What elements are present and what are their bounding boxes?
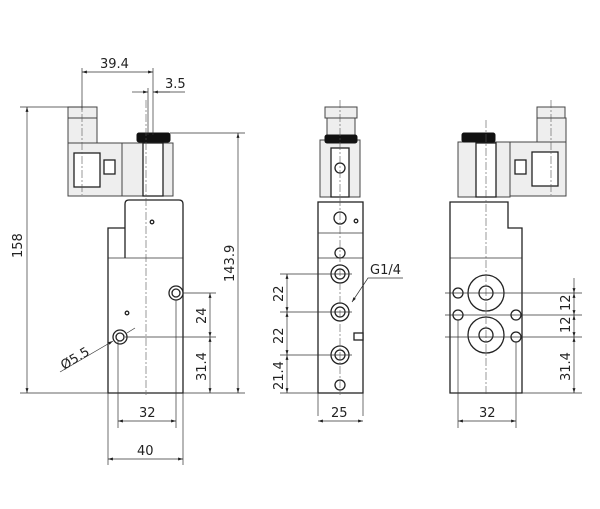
dim-3-5: 3.5 xyxy=(165,77,186,92)
dim-40: 40 xyxy=(137,444,154,459)
dim-22-lower: 22 xyxy=(272,327,287,344)
port-label-g1-4: G1/4 xyxy=(370,263,401,278)
side-view-left xyxy=(67,100,184,395)
dim-12-lower: 12 xyxy=(559,316,574,333)
dim-39-4: 39.4 xyxy=(100,57,129,72)
dim-32-right: 32 xyxy=(479,406,496,421)
dim-158: 158 xyxy=(11,233,26,258)
dim-22-upper: 22 xyxy=(272,285,287,302)
dim-31-4-right: 31.4 xyxy=(559,352,574,381)
dim-12-upper: 12 xyxy=(559,294,574,311)
side-view-right xyxy=(449,100,567,395)
front-view-middle xyxy=(317,100,364,395)
left-view-dimensions: 39.4 3.5 158 143.9 24 31.4 32 40 Ø5.5 xyxy=(11,57,245,465)
dim-24: 24 xyxy=(195,307,210,324)
dim-143-9: 143.9 xyxy=(223,245,238,282)
dim-hole-diameter: Ø5.5 xyxy=(58,345,92,374)
dim-31-4: 31.4 xyxy=(195,352,210,381)
dim-32: 32 xyxy=(139,406,156,421)
middle-view-dimensions: 22 22 21.4 25 G1/4 xyxy=(272,263,403,423)
right-view-dimensions: 12 12 31.4 32 xyxy=(445,278,582,428)
dim-25: 25 xyxy=(331,406,348,421)
dim-21-4: 21.4 xyxy=(272,361,287,390)
